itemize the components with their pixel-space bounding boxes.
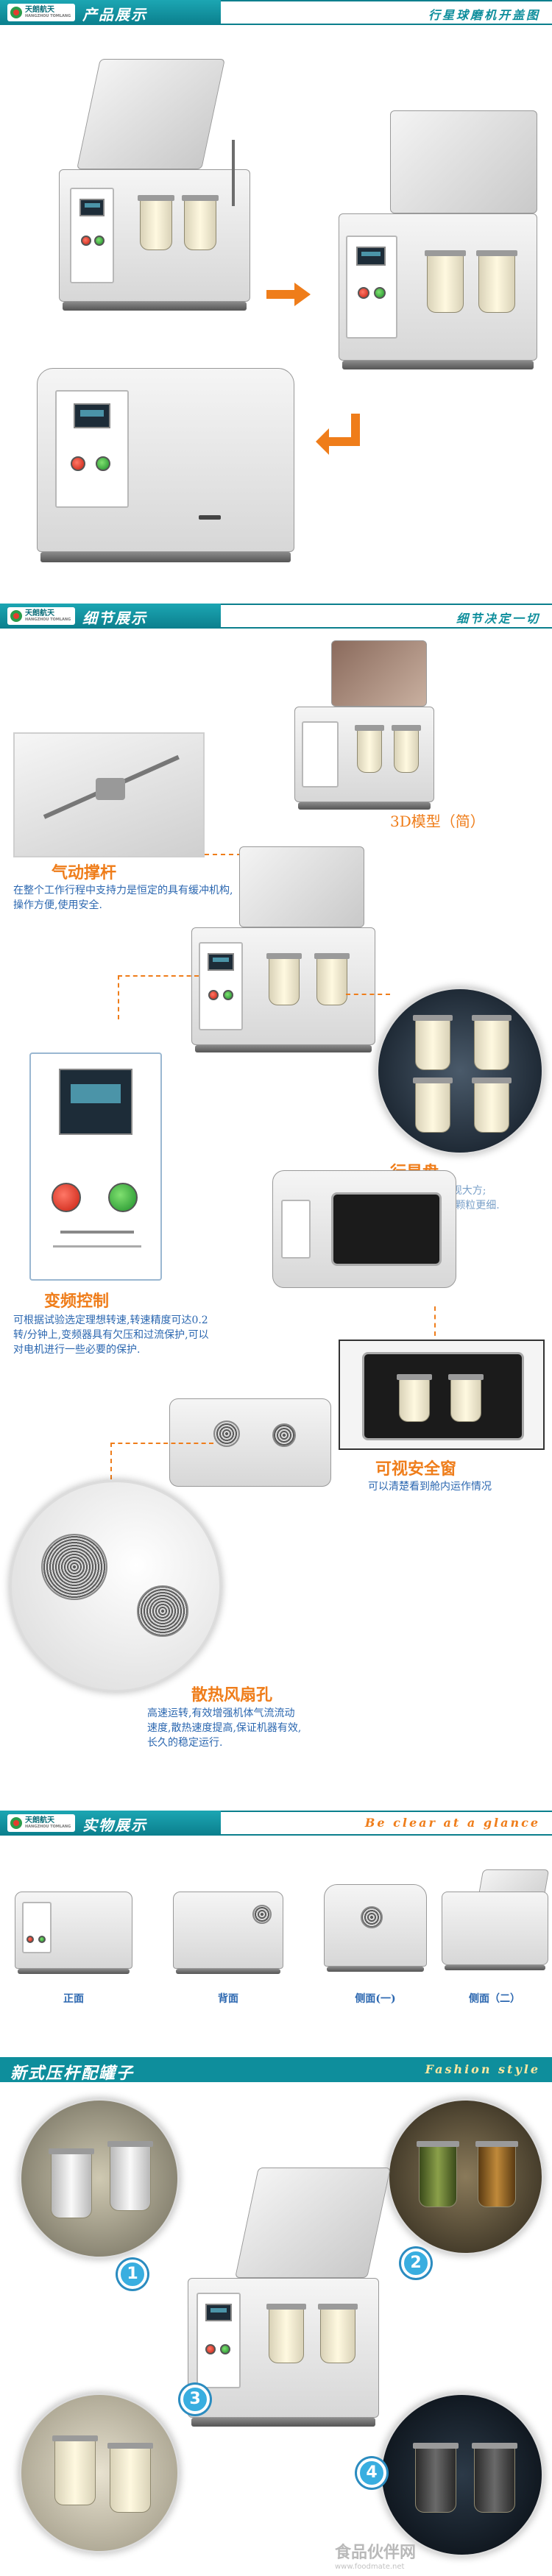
strut-detail-image [13,732,205,857]
machine-3d-model [287,640,442,824]
inverter-panel-image [29,1052,162,1281]
window-title: 可视安全窗 [375,1459,457,1479]
badge-1: 1 [118,2260,147,2289]
view-side-one [324,1884,427,1980]
brand-logo-icon [10,7,22,18]
jar-set-4-zoom [379,2392,545,2558]
section-title: 实物展示 [82,1816,147,1834]
section-subtitle: Be clear at a glance [364,1816,540,1830]
view-label-back: 背面 [218,1993,238,2005]
arrow-return-icon [316,414,360,455]
machine-closed [22,368,302,581]
jar-set-3-zoom [18,2392,180,2554]
badge-4: 4 [357,2458,386,2488]
view-label-side-two: 侧面（二） [469,1993,520,2005]
view-front [15,1892,132,1980]
view-label-side-one: 侧面(一) [355,1993,396,2005]
machine-open-lid-angle [44,59,265,339]
jar-set-1-zoom [18,2098,180,2260]
badge-2: 2 [401,2248,431,2278]
model-label: 3D模型（简） [390,813,485,830]
section-title: 产品展示 [82,6,147,24]
brand-logo-icon [10,1817,22,1829]
site-watermark: 食品伙伴网 www.foodmate.net [335,2544,417,2571]
window-description: 可以清楚看到舱内运作情况 [368,1481,492,1493]
arrow-right-icon [266,283,311,306]
section-subtitle: Fashion style [425,2062,540,2076]
inverter-description: 可根据试验选定理想转速,转速精度可达0.2转/分钟上,变频器具有欠压和过流保护,… [13,1314,209,1356]
section-header-bar: 新式压杆配罐子 Fashion style [0,2057,552,2083]
machine-window-view [265,1170,456,1303]
strut-title: 气动撑杆 [52,863,117,882]
fan-description: 高速运转,有效增强机体气流流动速度,散热速度提高,保证机器有效,长久的稳定运行. [147,1708,302,1749]
machine-detail-center [188,846,379,1060]
section-title: 细节展示 [82,609,147,627]
view-label-front: 正面 [63,1993,84,2005]
section-title: 新式压杆配罐子 [10,2064,135,2083]
section-subtitle: 细节决定一切 [456,612,540,626]
window-detail-image [339,1340,545,1450]
planetary-disc-zoom [375,986,545,1156]
brand-logo-icon [10,610,22,622]
fan-vent-zoom [9,1479,222,1693]
machine-with-new-rods [180,2168,394,2440]
inverter-title: 变频控制 [44,1292,110,1311]
badge-3: 3 [180,2385,210,2414]
section-new-rod-jars: 新式压杆配罐子 Fashion style 1 2 3 4 食品伙伴网 www.… [0,2024,552,2576]
section-subtitle: 行星球磨机开盖图 [428,8,540,22]
view-back [173,1892,283,1980]
machine-open-lid-front [331,110,545,405]
strut-description: 在整个工作行程中支持力是恒定的具有缓冲机构,操作方便,使用安全. [13,885,233,911]
machine-fan-side [169,1398,331,1501]
fan-title: 散热风扇孔 [191,1685,273,1705]
view-side-two [442,1869,550,1980]
jar-set-2-zoom [386,2098,545,2256]
